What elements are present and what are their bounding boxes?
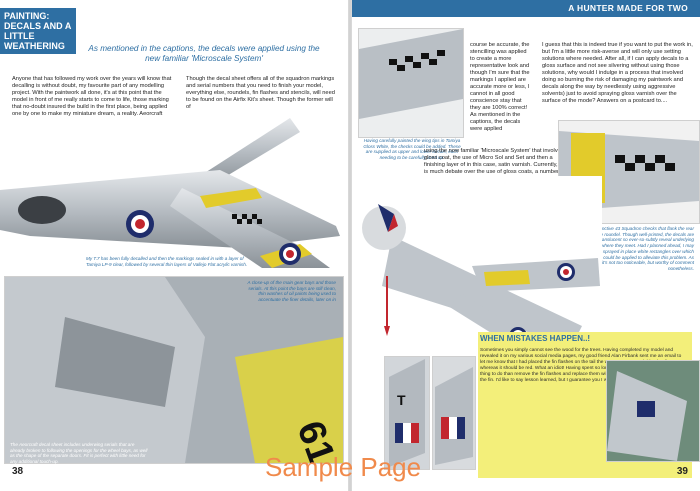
header-bar: [352, 0, 700, 17]
caption-wingtips: Having carefully painted the wing tips i…: [363, 138, 461, 161]
wingtip-photo: [358, 28, 464, 138]
arrow-down-icon: [384, 276, 390, 336]
right-page: A HUNTER MADE FOR TWO Having carefully p…: [352, 0, 700, 491]
mistakes-title: WHEN MISTAKES HAPPEN..!: [480, 334, 591, 343]
pullquote: As mentioned in the captions, the decals…: [88, 44, 320, 63]
roundel: [126, 210, 154, 238]
page-header: A HUNTER MADE FOR TWO: [568, 3, 688, 13]
body-column-2: Though the decal sheet offers all of the…: [186, 76, 335, 110]
caption-bottom: The Aeorcraft decal sheet includes under…: [10, 442, 148, 465]
gear-bay-photo: 61: [4, 276, 344, 464]
aircraft-photo-top: [352, 176, 602, 356]
section-title: PAINTING: DECALS AND A LITTLE WEATHERING: [0, 8, 76, 54]
body-column-2: I guess that this is indeed true if you …: [542, 42, 693, 104]
workbench-photo: [606, 360, 700, 462]
left-page: PAINTING: DECALS AND A LITTLE WEATHERING…: [0, 0, 348, 491]
aircraft-photo-main: [0, 118, 348, 268]
page-gutter: [346, 0, 354, 491]
fin-letter: T: [397, 392, 406, 408]
watermark: Sample Page: [265, 452, 422, 482]
page-number-right: 39: [676, 466, 688, 477]
caption-closeup: A close-up of the main gear bays and tho…: [247, 280, 336, 303]
body-column-1a: course be accurate, the stencilling was …: [470, 42, 530, 132]
caption-main: My T.7 has been fully decalled and then …: [86, 256, 248, 267]
page-number-left: 38: [12, 466, 24, 477]
caption-checks: The distinctive 43 Squadron checks that …: [581, 226, 694, 271]
fin-flash-photo: T: [384, 356, 430, 470]
fin-flash-photo-2: [432, 356, 476, 470]
mistakes-text: Sometimes you simply cannot see the wood…: [480, 348, 683, 384]
